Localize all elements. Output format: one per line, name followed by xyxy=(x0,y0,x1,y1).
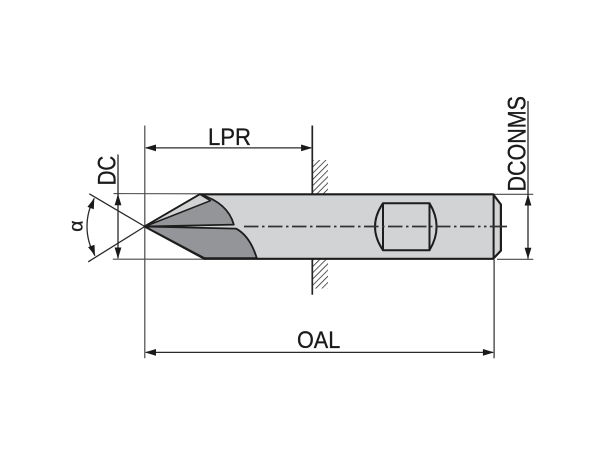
svg-text:OAL: OAL xyxy=(297,327,340,354)
svg-text:LPR: LPR xyxy=(208,124,251,151)
svg-text:α: α xyxy=(66,220,88,231)
svg-text:DC: DC xyxy=(94,156,121,186)
svg-text:DCONMS: DCONMS xyxy=(505,96,532,192)
